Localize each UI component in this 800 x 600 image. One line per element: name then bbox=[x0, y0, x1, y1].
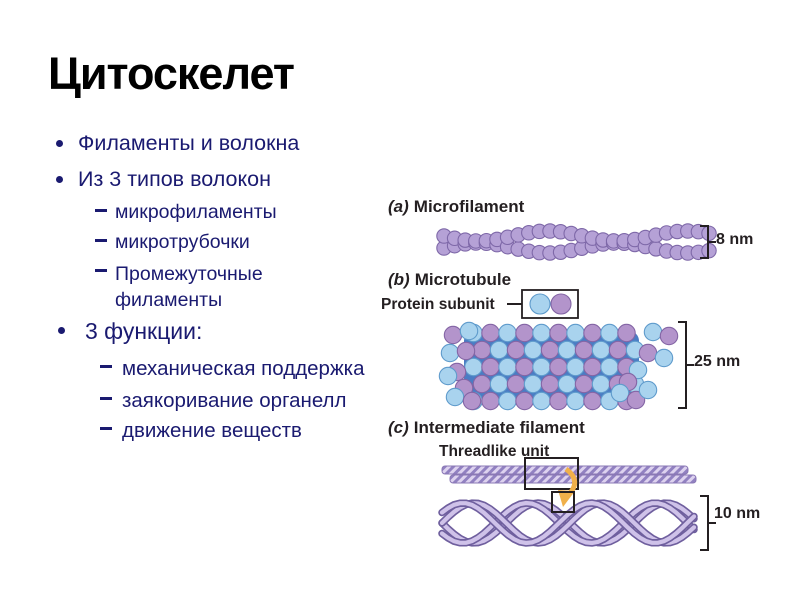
label-prefix: (b) bbox=[388, 270, 410, 289]
subbullet-text: Промежуточные филаменты bbox=[115, 263, 263, 311]
label-threadlike-unit: Threadlike unit bbox=[439, 443, 550, 460]
bullet-filaments: Филаменты и волокна bbox=[50, 131, 299, 156]
unit-zoom-box bbox=[551, 491, 575, 513]
label-intermediate-filament: (c)Intermediate filament bbox=[388, 418, 585, 438]
measure-25nm: 25 nm bbox=[694, 353, 741, 370]
arrowhead-icon bbox=[558, 490, 575, 507]
subbullet-organelle-anchoring: заякоривание органелл bbox=[100, 389, 346, 413]
microtubule-core bbox=[464, 331, 639, 403]
subbullet-mechanical-support: механическая поддержка bbox=[100, 357, 365, 381]
bracket-25nm bbox=[678, 321, 694, 409]
subbullet-text: заякоривание органелл bbox=[122, 389, 347, 412]
arrow bbox=[564, 466, 578, 496]
bullet-text: Филаменты и волокна bbox=[78, 131, 300, 155]
label-name: Microfilament bbox=[413, 197, 525, 216]
measure-8nm: 8 nm bbox=[716, 231, 754, 248]
bead-clusters bbox=[436, 223, 717, 411]
label-protein-subunit: Protein subunit bbox=[381, 296, 495, 313]
subbullet-microtubules: микротрубочки bbox=[95, 231, 250, 254]
label-prefix: (c) bbox=[388, 418, 409, 437]
subunit-bead-blue bbox=[529, 293, 551, 315]
label-name: Microtubule bbox=[414, 270, 512, 289]
bullet-functions: 3 функции: bbox=[52, 318, 202, 345]
subbullet-text: микротрубочки bbox=[115, 231, 250, 253]
subbullet-text: микрофиламенты bbox=[115, 201, 277, 223]
threadlike-rod bbox=[441, 465, 689, 475]
subunit-bead-purple bbox=[550, 293, 572, 315]
subbullet-substance-movement: движение веществ bbox=[100, 419, 302, 443]
subbullet-text: механическая поддержка bbox=[122, 357, 365, 380]
measure-10nm: 10 nm bbox=[714, 505, 761, 522]
bracket-8nm bbox=[700, 225, 716, 259]
bullet-text: Из 3 типов волокон bbox=[78, 167, 271, 191]
label-name: Intermediate filament bbox=[413, 418, 585, 437]
label-microfilament: (a)Microfilament bbox=[388, 197, 524, 217]
braided-filament bbox=[438, 499, 698, 547]
bracket-10nm bbox=[700, 495, 716, 551]
label-microtubule: (b)Microtubule bbox=[388, 270, 511, 290]
subbullet-text: движение веществ bbox=[122, 419, 302, 442]
slide-title: Цитоскелет bbox=[48, 48, 295, 99]
threadlike-unit-box bbox=[524, 457, 579, 490]
cytoskeleton-figure-art bbox=[436, 223, 717, 551]
subbullet-intermediate-filaments: Промежуточные филаменты bbox=[95, 261, 311, 313]
subbullet-microfilaments: микрофиламенты bbox=[95, 201, 277, 224]
bullet-fiber-types: Из 3 типов волокон bbox=[50, 167, 271, 192]
bullet-text: 3 функции: bbox=[85, 318, 203, 344]
label-prefix: (a) bbox=[388, 197, 409, 216]
threadlike-rod bbox=[449, 474, 697, 484]
protein-subunit-box bbox=[521, 289, 579, 319]
